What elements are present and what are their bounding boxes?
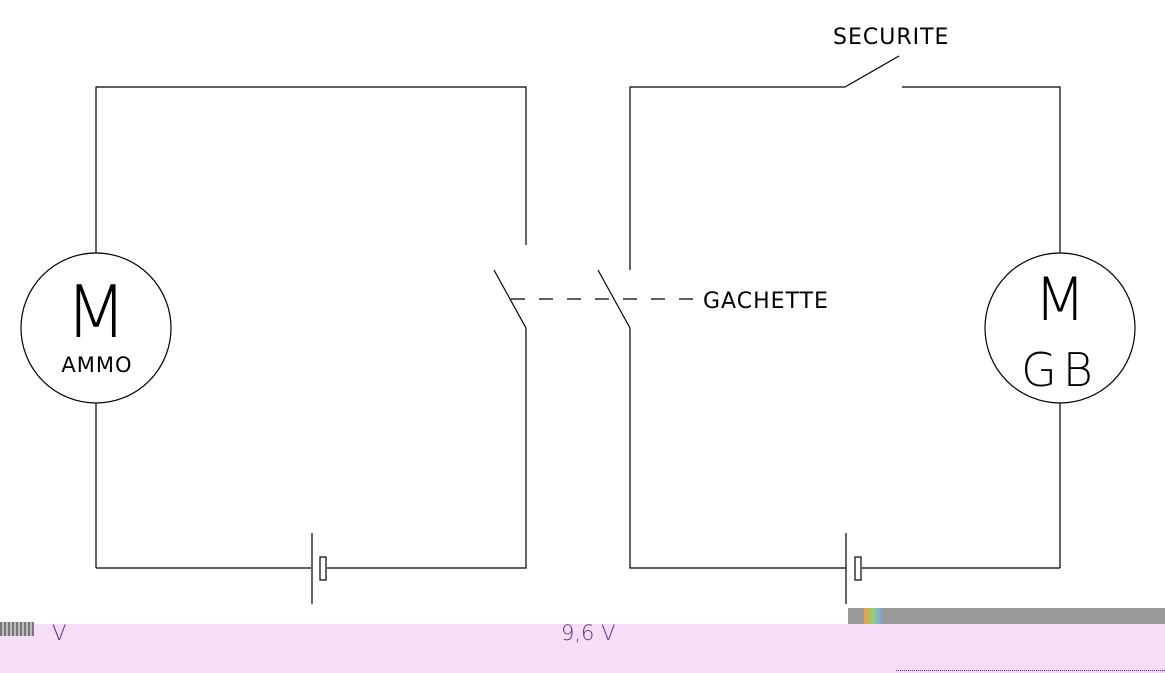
image-artifact-icon [0,622,34,636]
motor-gb-label: GB [1021,343,1099,397]
motor-gb: M GB [984,252,1136,404]
battery-left [311,533,327,604]
right-trigger-switch-blade [597,269,631,329]
left-trigger-switch-blade [493,269,527,329]
footer-center-voltage: 9,6 V [561,621,616,645]
footer-gray-strip [848,608,1165,624]
footer-underline [896,670,1165,671]
left-wire-top [95,86,527,253]
battery-right-short-plate [854,556,862,581]
right-wire-bottom-left [629,328,846,569]
battery-left-short-plate [319,556,327,581]
safety-switch-blade [844,55,900,88]
footer-band [0,624,1165,673]
motor-gb-symbol: M [1034,265,1086,335]
battery-right [845,533,862,604]
motor-ammo: M AMMO [20,252,172,404]
left-wire-bottom-right [327,328,527,569]
right-circuit: M GB [597,55,1136,604]
motor-ammo-label: AMMO [61,353,132,377]
right-wire-top-left [629,86,845,270]
right-wire-top-right [902,86,1061,253]
motor-ammo-circle [20,252,172,404]
motor-ammo-symbol: M [65,270,127,354]
safety-label: SECURITE [833,25,949,50]
motor-gb-circle [984,252,1136,404]
trigger-label: GACHETTE [703,289,829,314]
color-swatch-icon [864,608,882,624]
left-circuit: M AMMO [20,86,527,604]
footer-left-voltage: V [52,621,67,645]
